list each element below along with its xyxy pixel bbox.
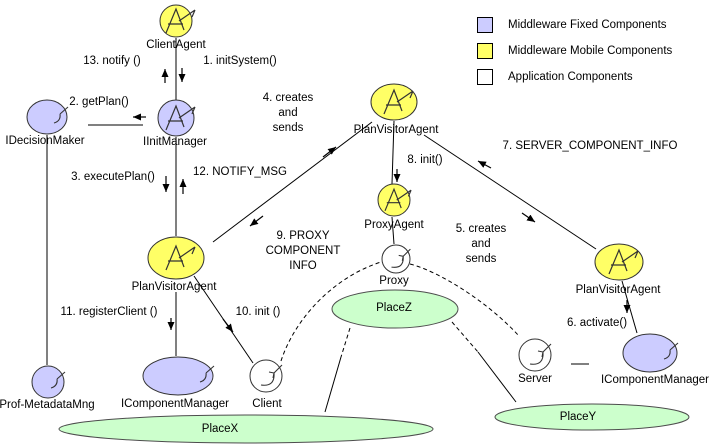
- label-msg-1-initsystem: 1. initSystem(): [203, 55, 277, 67]
- component-hook-icon: [199, 365, 215, 383]
- dashed-client-proxy: [280, 261, 382, 362]
- node-iinit-manager: [157, 99, 196, 137]
- link-planvisitor-mid-proxyagent: [391, 120, 395, 185]
- node-plan-visitor-right: [594, 243, 644, 281]
- node-client: [249, 359, 283, 393]
- link-planvisitor-mid-right: [423, 134, 597, 250]
- dashed-lines: [280, 261, 520, 362]
- label-proxy-agent: ProxyAgent: [364, 219, 424, 231]
- label-msg-9-proxy-component-info: 9. PROXY COMPONENT INFO: [265, 230, 341, 272]
- arrow-creates4-upright: [322, 146, 337, 158]
- dashed-proxy-server: [409, 263, 520, 337]
- node-icomponent-manager-right: [622, 333, 679, 373]
- fixed-components-swatch: [477, 17, 493, 33]
- agent-icon: [384, 187, 412, 212]
- dashed-placez-placex: [340, 327, 351, 358]
- legend-label: Application Components: [508, 71, 633, 83]
- node-client-agent: [159, 4, 196, 38]
- application-components-swatch: [477, 69, 493, 85]
- object-arrow-icon: [391, 248, 411, 268]
- component-hook-icon: [663, 342, 679, 360]
- place-z-shape: [331, 289, 459, 329]
- arrow-init10-downright: [222, 318, 234, 333]
- label-prof-metadata-mng: Prof-MetadataMng: [0, 399, 95, 411]
- agent-icon: [608, 248, 639, 275]
- arrow-serverinfo-upleft: [477, 160, 492, 169]
- label-msg-5-creates-sends: 5. creates and sends: [455, 223, 507, 265]
- node-proxy: [381, 244, 411, 274]
- arrow-creates5-downright: [521, 212, 536, 223]
- link-placez-placex-solid: [324, 356, 342, 413]
- label-icomponent-manager-right: IComponentManager: [600, 374, 710, 386]
- label-place-x: PlaceX: [201, 423, 239, 435]
- object-arrow-icon: [529, 343, 552, 365]
- node-prof-metadata-mng: [31, 365, 66, 399]
- node-idecision-maker: [26, 99, 69, 135]
- node-server: [518, 338, 552, 372]
- label-idecision-maker: IDecisionMaker: [5, 135, 85, 147]
- component-hook-icon: [50, 371, 66, 389]
- label-place-y: PlaceY: [559, 411, 597, 423]
- legend: Middleware Fixed Components Middleware M…: [477, 12, 672, 90]
- node-plan-visitor-left: [147, 236, 205, 280]
- component-hook-icon: [53, 106, 69, 124]
- place-y-shape: [494, 403, 690, 431]
- label-icomponent-manager-left: IComponentManager: [120, 398, 230, 410]
- label-msg-8-init: 8. init(): [407, 154, 443, 166]
- message-direction-arrows: [133, 68, 631, 333]
- legend-item-application: Application Components: [477, 64, 672, 90]
- label-msg-10-init: 10. init (): [235, 306, 281, 318]
- label-msg-11-registerclient: 11. registerClient (): [60, 306, 158, 318]
- legend-label: Middleware Fixed Components: [508, 19, 667, 31]
- place-x-shape: [58, 414, 434, 444]
- label-server: Server: [518, 373, 552, 385]
- legend-item-mobile: Middleware Mobile Components: [477, 38, 672, 64]
- label-msg-6-activate: 6. activate(): [566, 317, 628, 329]
- legend-item-fixed: Middleware Fixed Components: [477, 12, 672, 38]
- mobile-components-swatch: [477, 43, 493, 59]
- label-iinit-manager: IInitManager: [143, 136, 207, 148]
- label-plan-visitor-left: PlanVisitorAgent: [131, 281, 217, 293]
- agent-icon: [165, 104, 196, 131]
- node-icomponent-manager-left: [142, 356, 215, 396]
- label-msg-12-notifymsg: 12. NOTIFY_MSG: [193, 166, 287, 178]
- label-place-z: PlaceZ: [376, 302, 412, 314]
- link-planvisitor-left-mid: [212, 121, 373, 243]
- link-placez-placey-solid: [477, 351, 517, 403]
- node-plan-visitor-mid: [370, 83, 418, 121]
- legend-label: Middleware Mobile Components: [508, 45, 673, 57]
- arrow-proxyinfo-downleft: [249, 215, 264, 227]
- label-msg-3-executeplan: 3. executePlan(): [71, 171, 155, 183]
- label-msg-4-creates-sends: 4. creates and sends: [262, 92, 314, 134]
- label-msg-7-server-component-info: 7. SERVER_COMPONENT_INFO: [502, 140, 678, 152]
- label-client-agent: ClientAgent: [146, 39, 206, 51]
- label-msg-13-notify: 13. notify (): [83, 55, 141, 67]
- object-arrow-icon: [260, 364, 283, 386]
- label-client: Client: [252, 398, 282, 410]
- agent-icon: [383, 88, 414, 115]
- label-plan-visitor-right: PlanVisitorAgent: [575, 284, 661, 296]
- label-plan-visitor-mid: PlanVisitorAgent: [353, 124, 439, 136]
- link-proxyagent-proxy: [391, 216, 395, 245]
- link-lines: [46, 38, 638, 413]
- label-proxy: Proxy: [379, 275, 409, 287]
- dashed-placez-placey: [451, 321, 479, 353]
- places: [58, 289, 690, 444]
- agent-icon: [165, 7, 196, 34]
- agent-icon: [165, 244, 196, 271]
- node-proxy-agent: [377, 183, 412, 217]
- label-msg-2-getplan: 2. getPlan(): [69, 96, 129, 108]
